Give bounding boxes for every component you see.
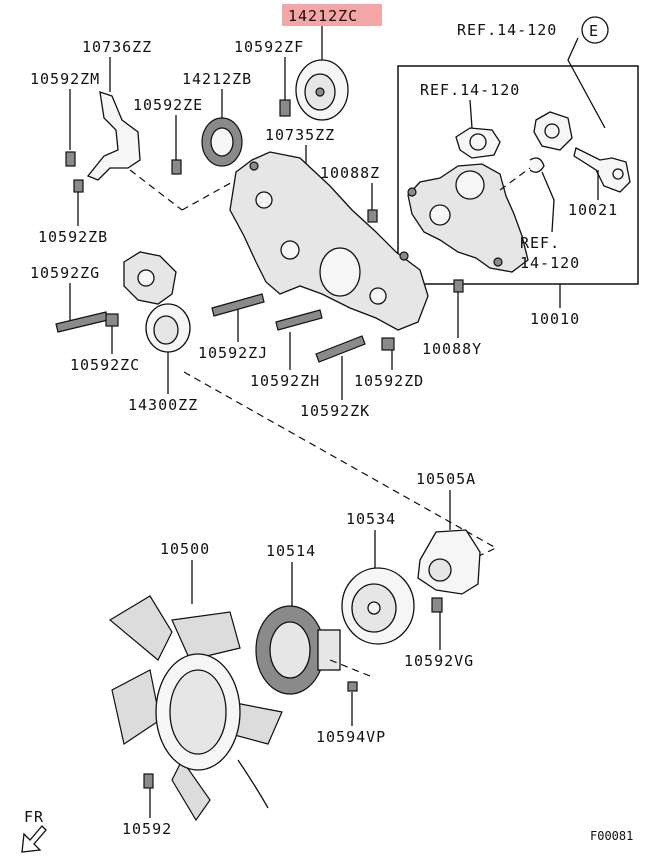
label-10592zd[interactable]: 10592ZD bbox=[354, 372, 424, 390]
label-10088y[interactable]: 10088Y bbox=[422, 340, 482, 358]
bolt-10592zg bbox=[55, 311, 109, 333]
label-10592zc[interactable]: 10592ZC bbox=[70, 356, 140, 374]
pipe-fitting-hole bbox=[544, 123, 560, 139]
idler-pulley-14300zz-face bbox=[153, 315, 179, 345]
label-10505a[interactable]: 10505A bbox=[416, 470, 476, 488]
bolt-10592zj bbox=[211, 293, 265, 317]
tensioner-pivot bbox=[137, 269, 155, 287]
bolt-10592zm bbox=[65, 151, 76, 167]
housing-hole-1 bbox=[255, 191, 273, 209]
dash-pump-to-clip bbox=[499, 167, 531, 191]
label-10594vp[interactable]: 10594VP bbox=[316, 728, 386, 746]
label-14212zc[interactable]: 14212ZC bbox=[288, 7, 358, 25]
label-10592vg[interactable]: 10592VG bbox=[404, 652, 474, 670]
fan-bracket-10505a-hub bbox=[428, 558, 452, 582]
label-10500[interactable]: 10500 bbox=[160, 540, 210, 558]
housing-hole-2 bbox=[280, 240, 300, 260]
gasket-hole bbox=[469, 133, 487, 151]
bolt-10592zh bbox=[275, 309, 323, 331]
figure-code: F00081 bbox=[590, 829, 633, 843]
housing-hole-3 bbox=[369, 287, 387, 305]
water-pump-bolt-1 bbox=[407, 187, 417, 197]
bracket-10736zz bbox=[86, 91, 141, 181]
dash-bracket-to-housing bbox=[129, 169, 183, 211]
label-10592ze[interactable]: 10592ZE bbox=[133, 96, 203, 114]
toothed-pulley-14212zb-face bbox=[210, 127, 234, 157]
label-10592zf[interactable]: 10592ZF bbox=[234, 38, 304, 56]
idler-pulley-14212zc-center bbox=[315, 87, 325, 97]
fan-pulley-10534-center bbox=[367, 601, 381, 615]
front-direction-arrow-icon bbox=[21, 825, 47, 853]
water-pump-bolt-2 bbox=[493, 257, 503, 267]
water-pump-group-frame bbox=[397, 65, 639, 285]
circle-reference-e-letter: E bbox=[589, 22, 599, 40]
label-10592zm[interactable]: 10592ZM bbox=[30, 70, 100, 88]
bolt-10592zb bbox=[73, 179, 84, 193]
water-pump-hub bbox=[429, 204, 451, 226]
bolt-10592zd bbox=[381, 337, 395, 351]
fan-blade-4 bbox=[171, 758, 211, 822]
bracket-10021-hole bbox=[612, 168, 624, 180]
bracket-10021 bbox=[573, 147, 631, 193]
label-10010[interactable]: 10010 bbox=[530, 310, 580, 328]
fan-ring-10500-inner bbox=[169, 669, 227, 755]
housing-stud-1 bbox=[399, 251, 409, 261]
fan-clutch-10514-face bbox=[269, 621, 311, 679]
fan-clutch-10514-shaft bbox=[317, 629, 341, 671]
fan-bracket-10505a bbox=[417, 529, 481, 595]
label-10592zj[interactable]: 10592ZJ bbox=[198, 344, 268, 362]
label-14300zz[interactable]: 14300ZZ bbox=[128, 396, 198, 414]
ref-14-120-box2-line1[interactable]: REF. bbox=[520, 234, 560, 252]
fan-shroud-edge bbox=[237, 759, 269, 809]
circle-reference-e bbox=[581, 16, 609, 44]
housing-pulley-seat bbox=[319, 247, 361, 297]
bolt-10088y bbox=[453, 279, 464, 293]
dash-bracket-to-housing-2 bbox=[181, 179, 237, 211]
leader-ref-14-120-box2 bbox=[541, 171, 555, 233]
ref-14-120-box2-line2[interactable]: 14-120 bbox=[520, 254, 580, 272]
water-pump-inlet bbox=[455, 170, 485, 200]
bolt-10592vg bbox=[431, 597, 443, 613]
nut-10594vp bbox=[347, 681, 358, 692]
label-10592zh[interactable]: 10592ZH bbox=[250, 372, 320, 390]
highlight-box-14212zc bbox=[282, 4, 382, 26]
fan-blade-5 bbox=[111, 669, 161, 745]
label-10592zk[interactable]: 10592ZK bbox=[300, 402, 370, 420]
label-10514[interactable]: 10514 bbox=[266, 542, 316, 560]
fan-blade-2 bbox=[171, 611, 241, 661]
bolt-10592zf bbox=[279, 99, 291, 117]
label-10088z[interactable]: 10088Z bbox=[320, 164, 380, 182]
label-10736zz[interactable]: 10736ZZ bbox=[82, 38, 152, 56]
leader-ref-14-120-top bbox=[567, 37, 606, 129]
label-10592[interactable]: 10592 bbox=[122, 820, 172, 838]
water-pump-body bbox=[407, 163, 529, 273]
leader-ref-14-120-box1 bbox=[469, 99, 473, 129]
label-10592zg[interactable]: 10592ZG bbox=[30, 264, 100, 282]
bolt-10592ze bbox=[171, 159, 182, 175]
housing-stud-2 bbox=[249, 161, 259, 171]
bolt-10592zc bbox=[105, 313, 119, 327]
label-14212zb[interactable]: 14212ZB bbox=[182, 70, 252, 88]
label-10592zb[interactable]: 10592ZB bbox=[38, 228, 108, 246]
fan-blade-1 bbox=[108, 595, 173, 661]
housing-10735zz bbox=[229, 151, 429, 331]
label-10534[interactable]: 10534 bbox=[346, 510, 396, 528]
label-10735zz[interactable]: 10735ZZ bbox=[265, 126, 335, 144]
bolt-10088z bbox=[367, 209, 378, 223]
ref-14-120-top[interactable]: REF.14-120 bbox=[457, 21, 557, 39]
ref-14-120-box1[interactable]: REF.14-120 bbox=[420, 81, 520, 99]
bolt-10592 bbox=[143, 773, 154, 789]
o-ring-clip bbox=[529, 157, 545, 173]
label-10021[interactable]: 10021 bbox=[568, 201, 618, 219]
bolt-10592zk bbox=[315, 335, 366, 363]
direction-label-fr: FR bbox=[24, 808, 44, 826]
